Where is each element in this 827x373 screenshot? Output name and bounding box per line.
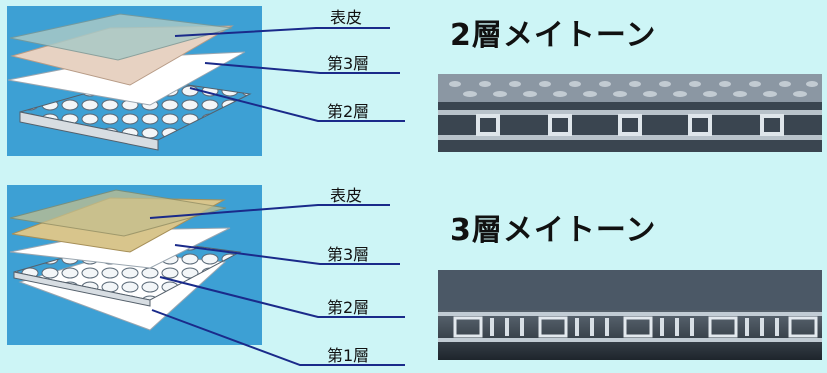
title-3-layer: 3層メイトーン <box>450 213 657 248</box>
leader-lines-top <box>174 27 405 122</box>
label-layer2-top: 第2層 <box>327 102 370 121</box>
leader-lines-bottom <box>149 204 405 366</box>
layer-stack-3-layer <box>9 189 242 331</box>
label-layer1-bottom: 第1層 <box>327 346 370 365</box>
layer-stack-2-layer <box>7 13 252 151</box>
label-layer2-bottom: 第2層 <box>327 298 370 317</box>
photo-3-layer <box>438 270 822 360</box>
skin-overlay-bottom <box>9 189 227 237</box>
skin-overlay-top <box>9 13 233 61</box>
title-2-layer: 2層メイトーン <box>450 18 657 53</box>
label-skin-top: 表皮 <box>330 8 363 27</box>
label-layer3-bottom: 第3層 <box>327 245 370 264</box>
label-layer3-top: 第3層 <box>327 54 370 73</box>
label-skin-bottom: 表皮 <box>330 186 363 205</box>
photo-2-layer <box>438 74 822 152</box>
